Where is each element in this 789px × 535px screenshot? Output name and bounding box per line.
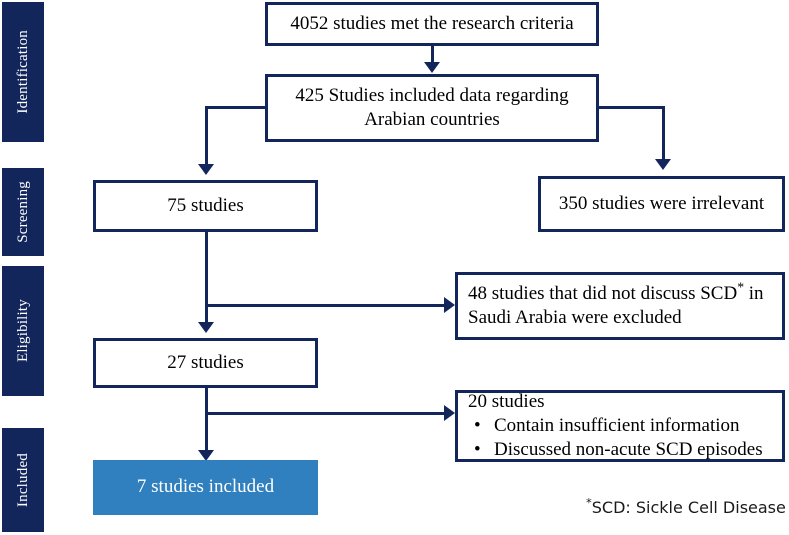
box-excluded-not-scd-line2: Saudi Arabia were excluded bbox=[468, 307, 682, 328]
stage-label-eligibility: Eligibility bbox=[14, 299, 31, 363]
arrowhead-arabian-to-irrelevant bbox=[655, 159, 671, 170]
footnote-marker-icon: * bbox=[737, 279, 745, 295]
connector-screened-to-excluded-horizontal bbox=[205, 304, 445, 307]
footnote-scd-text: SCD: Sickle Cell Disease bbox=[591, 498, 786, 517]
box-studies-irrelevant-text: 350 studies were irrelevant bbox=[558, 192, 765, 214]
box-studies-irrelevant[interactable]: 350 studies were irrelevant bbox=[538, 176, 785, 232]
footnote-star-icon: * bbox=[586, 495, 592, 510]
stage-bar-identification: Identification bbox=[2, 2, 44, 142]
footnote-scd-definition: *SCD: Sickle Cell Disease bbox=[586, 495, 786, 517]
box-excluded-twenty-lead: 20 studies bbox=[468, 390, 545, 412]
stage-label-included: Included bbox=[14, 452, 31, 508]
stage-label-identification: Identification bbox=[14, 30, 31, 114]
connector-arabian-left-horizontal bbox=[205, 106, 267, 109]
box-excluded-not-scd[interactable]: 48 studies that did not discuss SCD* in … bbox=[455, 272, 785, 340]
connector-screened-to-eligible-vertical bbox=[205, 232, 208, 322]
stage-label-screening: Screening bbox=[14, 181, 31, 243]
box-records-identified-text: 4052 studies met the research criteria bbox=[290, 12, 574, 34]
box-arabian-countries-line2: Arabian countries bbox=[364, 109, 500, 130]
box-excluded-not-scd-line1-b: in bbox=[744, 282, 764, 304]
stage-bar-included: Included bbox=[2, 428, 44, 532]
connector-arabian-left-vertical bbox=[205, 106, 208, 164]
box-arabian-countries-text: 425 Studies included data regarding Arab… bbox=[274, 84, 590, 133]
box-excluded-not-scd-text: 48 studies that did not discuss SCD* in … bbox=[468, 280, 776, 331]
box-excluded-not-scd-line1: 48 studies that did not discuss SCD* in bbox=[468, 280, 764, 304]
box-studies-eligible-text: 27 studies bbox=[167, 351, 244, 373]
connector-eligible-to-excluded20-horizontal bbox=[205, 412, 445, 415]
arrowhead-eligible-to-included bbox=[198, 450, 214, 461]
arrowhead-eligible-to-excluded20 bbox=[444, 405, 455, 421]
connector-identified-to-arabian bbox=[431, 45, 434, 64]
stage-bar-screening: Screening bbox=[2, 168, 44, 256]
box-arabian-countries-line1: 425 Studies included data regarding bbox=[295, 84, 569, 106]
connector-arabian-right-vertical bbox=[662, 106, 665, 159]
arrowhead-arabian-to-screened bbox=[198, 164, 214, 175]
box-excluded-not-scd-line1-a: 48 studies that did not discuss SCD bbox=[468, 282, 738, 304]
box-studies-included-text: 7 studies included bbox=[136, 476, 275, 498]
box-records-identified[interactable]: 4052 studies met the research criteria bbox=[265, 2, 599, 46]
box-studies-eligible[interactable]: 27 studies bbox=[93, 338, 318, 388]
arrowhead-screened-to-eligible bbox=[198, 322, 214, 333]
box-studies-included[interactable]: 7 studies included bbox=[93, 460, 318, 515]
box-excluded-twenty-text: 20 studies Contain insufficient informat… bbox=[468, 390, 776, 463]
box-studies-screened-text: 75 studies bbox=[167, 194, 244, 216]
box-excluded-twenty[interactable]: 20 studies Contain insufficient informat… bbox=[455, 390, 785, 463]
box-studies-screened[interactable]: 75 studies bbox=[93, 180, 318, 232]
arrowhead-identified-to-arabian bbox=[424, 62, 440, 73]
list-item: Contain insufficient information bbox=[474, 414, 776, 439]
box-excluded-twenty-bullet-list: Contain insufficient information Discuss… bbox=[468, 414, 776, 463]
arrowhead-screened-to-excluded bbox=[444, 297, 455, 313]
list-item: Discussed non-acute SCD episodes bbox=[474, 438, 776, 463]
connector-eligible-to-included-vertical bbox=[205, 388, 208, 450]
box-arabian-countries[interactable]: 425 Studies included data regarding Arab… bbox=[265, 74, 599, 142]
stage-bar-eligibility: Eligibility bbox=[2, 266, 44, 396]
connector-arabian-right-horizontal bbox=[598, 106, 665, 109]
